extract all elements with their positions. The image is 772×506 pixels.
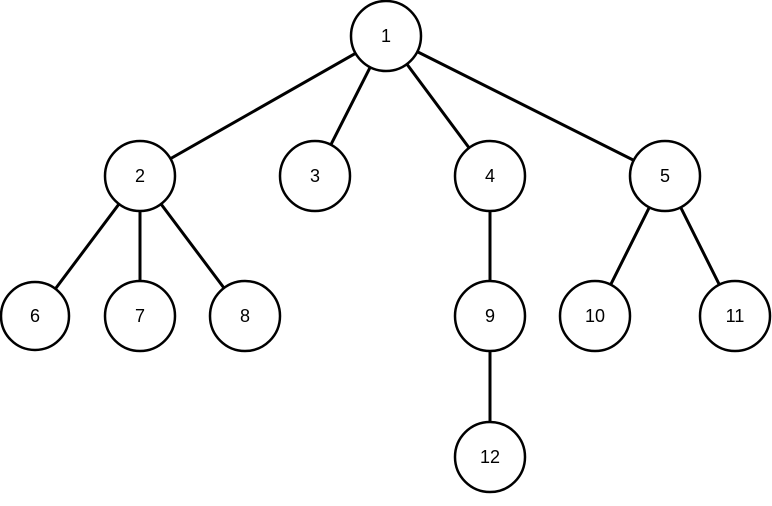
node-label: 9 <box>485 306 495 326</box>
node-label: 12 <box>480 447 500 467</box>
tree-node-12: 12 <box>453 420 527 494</box>
node-label: 6 <box>30 306 40 326</box>
node-label: 5 <box>660 166 670 186</box>
node-label: 2 <box>135 166 145 186</box>
node-label: 10 <box>585 306 605 326</box>
tree-node-4: 4 <box>453 139 527 213</box>
node-label: 7 <box>135 306 145 326</box>
node-label: 11 <box>726 306 745 326</box>
tree-node-9: 9 <box>453 279 527 353</box>
tree-node-10: 10 <box>558 279 632 353</box>
tree-node-8: 8 <box>208 279 282 353</box>
tree-node-3: 3 <box>278 139 352 213</box>
edge-1-2 <box>138 34 388 178</box>
tree-node-6: 6 <box>0 280 71 352</box>
node-label: 4 <box>485 166 495 186</box>
tree-node-1: 1 <box>349 0 423 73</box>
node-label: 8 <box>240 306 250 326</box>
edge-1-5 <box>384 34 667 178</box>
tree-node-2: 2 <box>103 139 177 213</box>
node-label: 1 <box>381 26 391 46</box>
tree-node-11: 11 <box>698 279 772 353</box>
tree-node-7: 7 <box>103 279 177 353</box>
tree-node-5: 5 <box>628 139 702 213</box>
node-label: 3 <box>310 166 320 186</box>
